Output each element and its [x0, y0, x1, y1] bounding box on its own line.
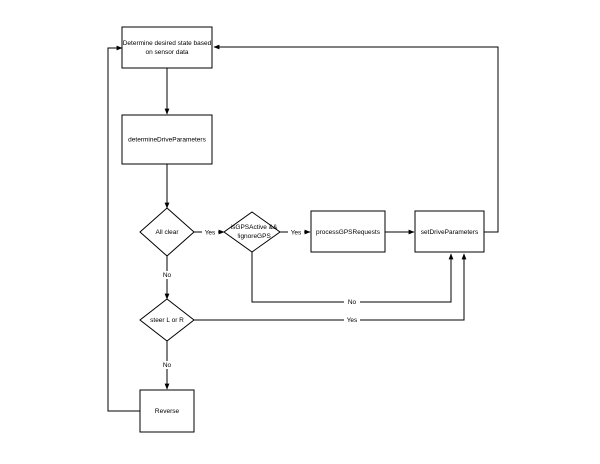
node-determine-state: Determine desired state based on sensor …	[121, 26, 213, 69]
edge-reverse-to-state	[107, 45, 140, 412]
node-all-clear-label: All clear	[155, 229, 179, 236]
node-gps-active-line2: !ignoreGPS	[237, 233, 271, 240]
node-gps-active-line1: isGPSActive &&	[231, 224, 278, 231]
node-gps-active: isGPSActive && !ignoreGPS	[223, 211, 281, 253]
node-reverse: Reverse	[139, 389, 195, 433]
label-steer-yes: Yes	[347, 317, 358, 324]
label-steer-no: No	[163, 362, 172, 369]
label-gps-no: No	[348, 299, 357, 306]
node-determine-drive-parameters: determineDriveParameters	[121, 114, 213, 165]
edge-gps-no-to-setdrive	[251, 252, 454, 303]
edge-setdrive-to-state	[213, 44, 499, 233]
node-steer: steer L or R	[139, 298, 195, 342]
label-gps-yes: Yes	[291, 230, 302, 237]
node-determine-state-line2: on sensor data	[145, 49, 188, 56]
label-allclear-no: No	[163, 272, 172, 279]
node-reverse-label: Reverse	[155, 408, 180, 415]
node-set-drive-label: setDriveParameters	[421, 229, 479, 236]
node-determine-state-line1: Determine desired state based	[123, 40, 212, 47]
node-all-clear: All clear	[139, 207, 195, 257]
node-process-gps-requests: processGPSRequests	[310, 210, 386, 253]
node-determine-drive-label: determineDriveParameters	[128, 137, 206, 144]
node-set-drive-parameters: setDriveParameters	[414, 210, 485, 253]
edge-steer-yes-to-setdrive	[194, 253, 467, 321]
node-process-gps-label: processGPSRequests	[316, 229, 381, 236]
node-steer-label: steer L or R	[150, 317, 184, 324]
label-allclear-yes: Yes	[205, 230, 216, 237]
